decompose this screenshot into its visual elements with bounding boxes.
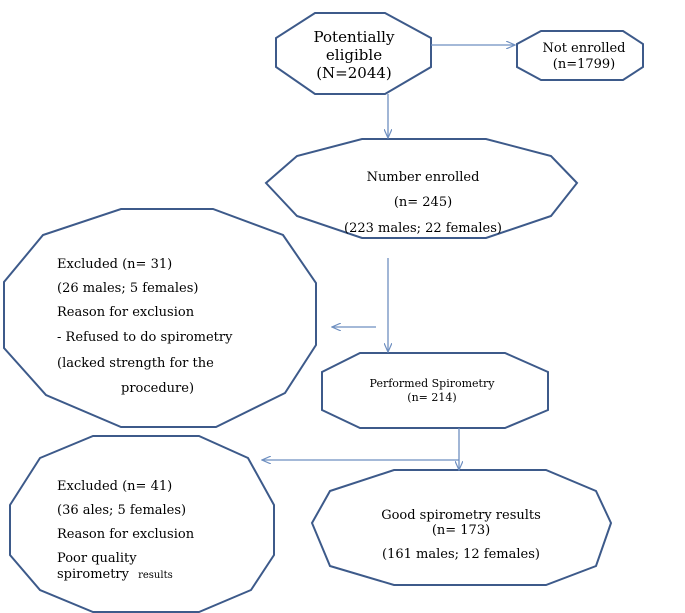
enrolled-line-2: (n= 245) [394,195,452,210]
good-node-shape [310,469,613,586]
excluded1-line-6: procedure) [121,381,194,396]
excluded2-node-shape [9,435,275,613]
good-line-3: (161 males; 12 females) [382,547,540,562]
excluded2-line-5b: results [138,570,173,581]
excluded2-line-5: spirometry results [57,563,173,582]
good-line-2: (n= 173) [432,523,490,538]
eligible-line-3: (N=2044) [316,64,392,82]
excluded1-node-shape [3,208,317,428]
performed-line-2: (n= 214) [407,391,456,404]
eligible-line-2: eligible [326,46,382,64]
eligible-node-shape [275,12,432,95]
performed-node-shape [321,352,549,429]
excluded2-line-1: Excluded (n= 41) [57,479,172,494]
excluded2-line-5a: spirometry [57,567,130,582]
enrolled-line-1: Number enrolled [367,170,480,185]
excluded1-line-5: (lacked strength for the [57,356,214,371]
excluded1-line-3: Reason for exclusion [57,305,195,320]
good-line-1: Good spirometry results [381,508,541,523]
excluded2-line-2: (36 ales; 5 females) [57,503,186,518]
eligible-line-1: Potentially [314,28,395,46]
not-enrolled-node-shape [516,30,644,81]
excluded1-line-2: (26 males; 5 females) [57,281,198,296]
excluded2-line-3: Reason for exclusion [57,527,195,542]
performed-line-1: Performed Spirometry [370,377,496,390]
excluded2-line-4: Poor quality [57,551,137,566]
excluded1-line-4: - Refused to do spirometry [57,330,233,345]
enrolled-node-shape [264,138,579,239]
excluded1-line-1: Excluded (n= 31) [57,257,172,272]
not-enrolled-line-2: (n=1799) [553,57,616,72]
not-enrolled-line-1: Not enrolled [543,41,626,56]
enrolled-line-3: (223 males; 22 females) [344,221,502,236]
